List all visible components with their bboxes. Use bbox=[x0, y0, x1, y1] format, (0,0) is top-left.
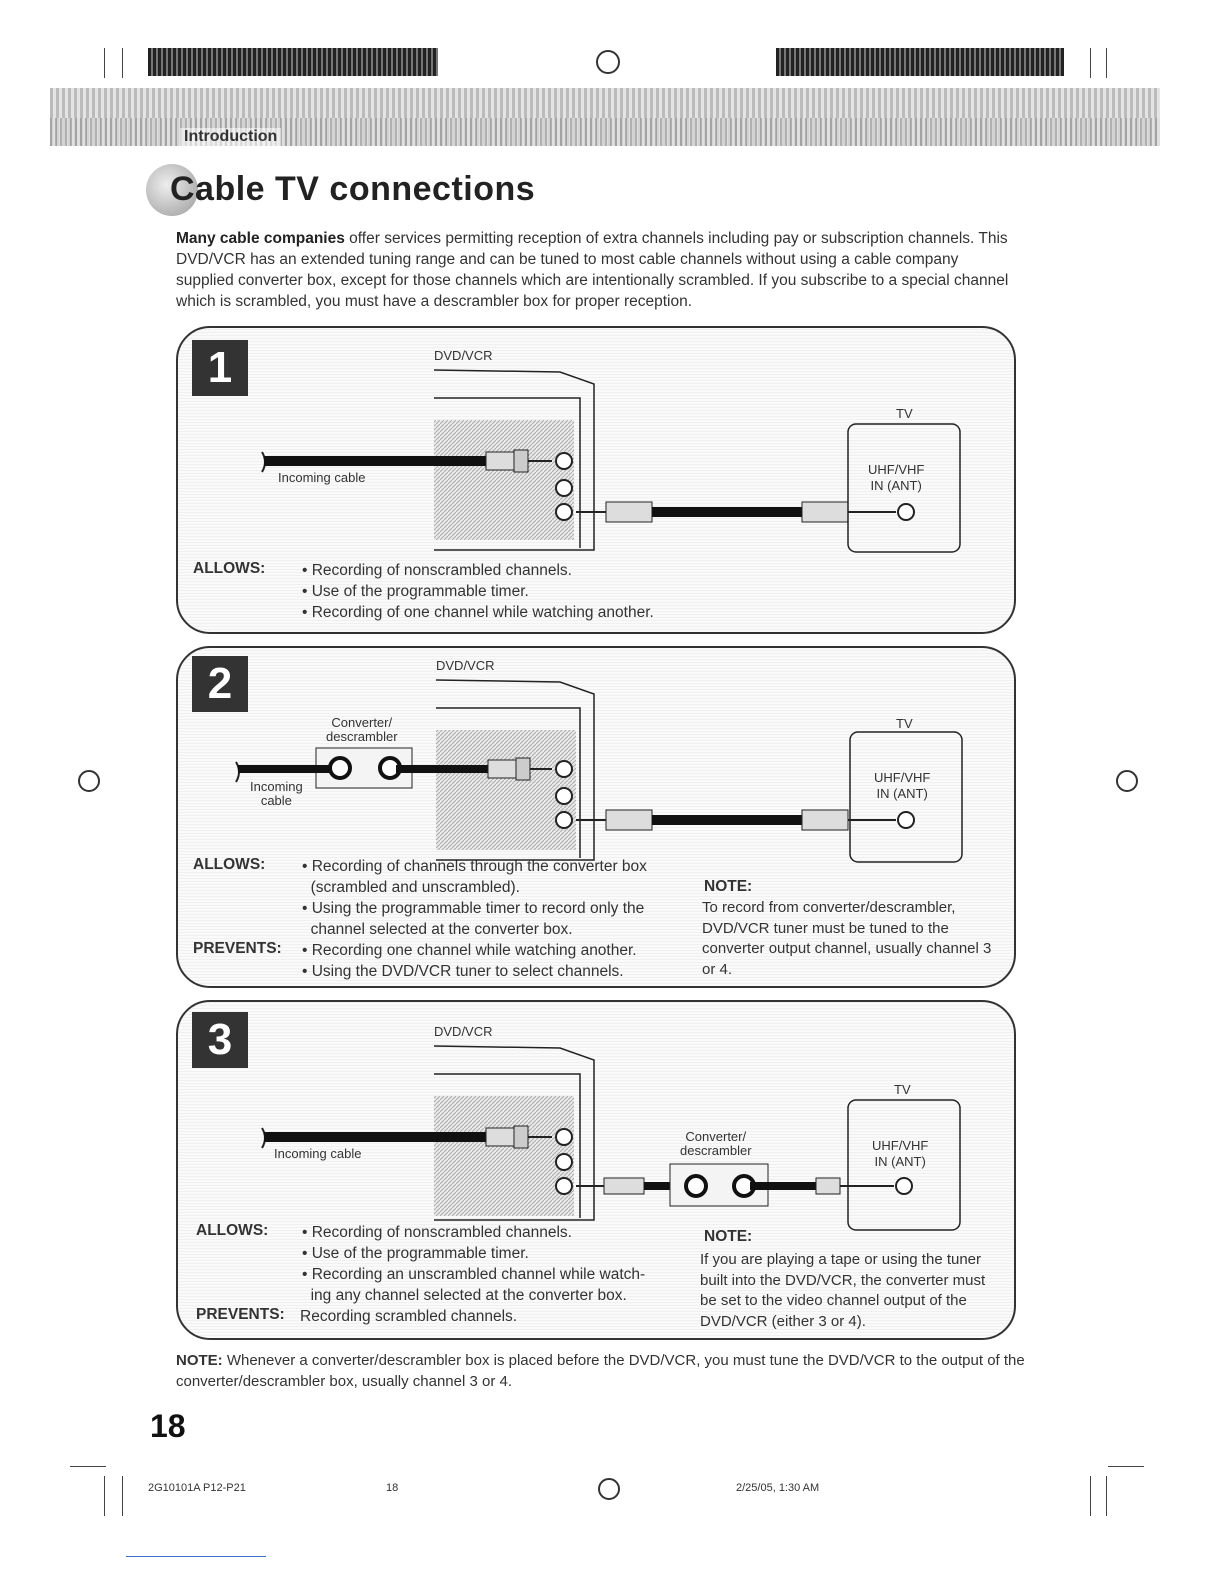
allows-item-3-4: ing any channel selected at the converte… bbox=[302, 1287, 627, 1304]
print-date: 2/25/05, 1:30 AM bbox=[736, 1482, 820, 1494]
prevents-label-3: PREVENTS: bbox=[196, 1306, 285, 1323]
step-number-3: 3 bbox=[192, 1012, 248, 1068]
page-title: Cable TV connections bbox=[170, 170, 536, 208]
note-text-3: If you are playing a tape or using the t… bbox=[700, 1251, 986, 1330]
panel-2 bbox=[176, 646, 1016, 988]
footer-note: NOTE: Whenever a converter/descrambler b… bbox=[176, 1350, 1026, 1392]
bottom-rule bbox=[126, 1556, 266, 1557]
tv-label-3: TV bbox=[894, 1082, 911, 1097]
prevents-label-2: PREVENTS: bbox=[193, 940, 282, 957]
crop-mark bbox=[122, 1476, 123, 1516]
registration-mark-left bbox=[78, 770, 100, 792]
panel-1 bbox=[176, 326, 1016, 634]
allows-item-3-2: • Use of the programmable timer. bbox=[302, 1245, 529, 1262]
print-page: 18 bbox=[386, 1482, 399, 1494]
allows-item-2-1: • Recording of channels through the conv… bbox=[302, 858, 647, 875]
converter-label-3: Converter/ descrambler bbox=[680, 1129, 752, 1158]
title-orb-icon bbox=[146, 164, 198, 216]
allows-item-1-1: • Recording of nonscrambled channels. bbox=[302, 562, 572, 579]
crop-mark bbox=[1106, 48, 1107, 78]
crop-mark bbox=[104, 1476, 105, 1516]
note-label-3: NOTE: bbox=[704, 1228, 753, 1245]
section-label: Introduction bbox=[180, 128, 282, 146]
allows-item-1-2: • Use of the programmable timer. bbox=[302, 583, 529, 600]
tv-label-2: TV bbox=[896, 716, 913, 731]
incoming-cable-label-1: Incoming cable bbox=[278, 470, 366, 485]
step-number-2: 2 bbox=[192, 656, 248, 712]
footer-note-text: Whenever a converter/descrambler box is … bbox=[176, 1352, 1025, 1390]
crop-mark bbox=[1090, 1476, 1091, 1516]
allows-item-2-4: channel selected at the converter box. bbox=[302, 921, 573, 938]
crop-mark bbox=[1090, 48, 1091, 78]
diagram-1 bbox=[261, 369, 961, 553]
converter-label-2: Converter/ descrambler bbox=[326, 715, 398, 744]
allows-item-3-3: • Recording an unscrambled channel while… bbox=[302, 1266, 646, 1283]
allows-item-3-1: • Recording of nonscrambled channels. bbox=[302, 1224, 572, 1241]
allows-item-2-3: • Using the programmable timer to record… bbox=[302, 900, 645, 917]
incoming-cable-label-3: Incoming cable bbox=[274, 1146, 362, 1161]
allows-item-1-3: • Recording of one channel while watchin… bbox=[302, 604, 654, 621]
step-number-1: 1 bbox=[192, 340, 248, 396]
prevents-item-2-1: • Recording one channel while watching a… bbox=[302, 942, 637, 959]
crop-mark bbox=[70, 1466, 106, 1467]
crop-mark bbox=[1106, 1476, 1107, 1516]
color-bar-left bbox=[148, 48, 438, 76]
crop-mark bbox=[122, 48, 123, 78]
tv-label-1: TV bbox=[896, 406, 913, 421]
dvdvcr-label-3: DVD/VCR bbox=[434, 1024, 493, 1039]
page-number: 18 bbox=[150, 1408, 186, 1444]
prevents-item-2-2: • Using the DVD/VCR tuner to select chan… bbox=[302, 963, 624, 980]
tv-input-label-3: UHF/VHF IN (ANT) bbox=[872, 1138, 929, 1169]
dvdvcr-label-1: DVD/VCR bbox=[434, 348, 493, 363]
allows-label-2: ALLOWS: bbox=[193, 856, 266, 873]
crop-mark bbox=[1108, 1466, 1144, 1467]
intro-paragraph: Many cable companies offer services perm… bbox=[176, 228, 1016, 312]
crop-mark bbox=[104, 48, 105, 78]
color-bar-right bbox=[776, 48, 1064, 76]
allows-label-1: ALLOWS: bbox=[193, 560, 266, 577]
tv-input-label-1: UHF/VHF IN (ANT) bbox=[868, 462, 925, 493]
dvdvcr-label-2: DVD/VCR bbox=[436, 658, 495, 673]
registration-mark-top bbox=[596, 50, 620, 74]
diagram-2 bbox=[235, 679, 963, 863]
incoming-cable-label-2: Incoming cable bbox=[250, 779, 303, 808]
intro-text: offer services permitting reception of e… bbox=[176, 230, 1009, 310]
note-label-2: NOTE: bbox=[704, 878, 753, 895]
print-code: 2G10101A P12-P21 bbox=[148, 1482, 246, 1494]
diagram-3 bbox=[261, 1045, 961, 1231]
registration-mark-right bbox=[1116, 770, 1138, 792]
footer-note-label: NOTE: bbox=[176, 1352, 223, 1369]
note-text-2: To record from converter/descrambler, DV… bbox=[702, 899, 992, 978]
intro-bold: Many cable companies bbox=[176, 230, 345, 247]
prevents-text-3: Recording scrambled channels. bbox=[300, 1308, 518, 1325]
tv-input-label-2: UHF/VHF IN (ANT) bbox=[874, 770, 931, 801]
registration-mark-bottom bbox=[598, 1478, 620, 1500]
allows-label-3: ALLOWS: bbox=[196, 1222, 269, 1239]
panel-3 bbox=[176, 1000, 1016, 1340]
allows-item-2-2: (scrambled and unscrambled). bbox=[302, 879, 520, 896]
